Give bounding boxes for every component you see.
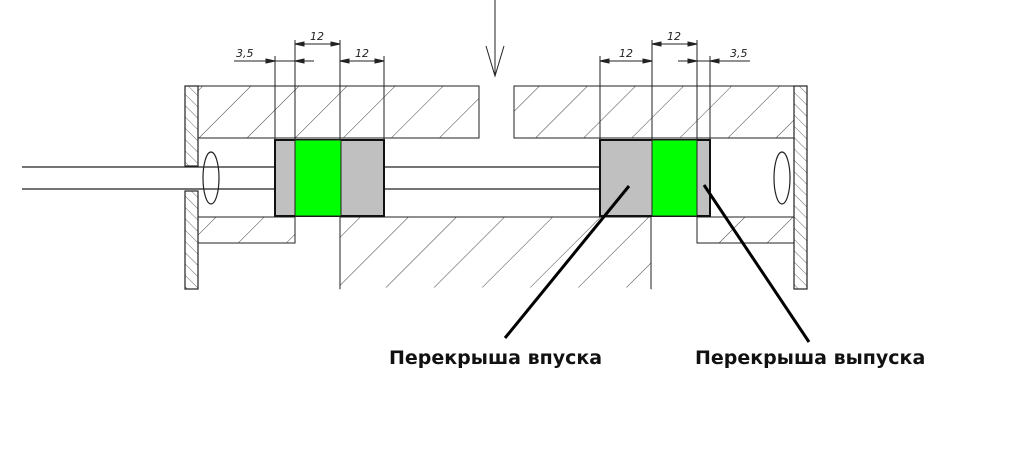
dim-left-port: 12 bbox=[355, 47, 369, 60]
dim-left-land: 12 bbox=[310, 30, 324, 43]
right-dimension-lines bbox=[599, 41, 750, 64]
left-seal-icon bbox=[202, 151, 220, 205]
intake-leader-line bbox=[503, 185, 631, 339]
right-extension-lines bbox=[599, 40, 711, 289]
left-spool bbox=[274, 139, 385, 217]
dim-right-overlap: 3,5 bbox=[730, 47, 748, 60]
left-extension-lines bbox=[274, 40, 385, 289]
right-spool bbox=[599, 139, 711, 217]
spool-rod bbox=[22, 166, 600, 190]
inlet-arrow-icon bbox=[485, 0, 505, 78]
dim-left-overlap: 3,5 bbox=[236, 47, 254, 60]
exhaust-overlap-label: Перекрыша выпуска bbox=[695, 347, 926, 369]
intake-overlap-label: Перекрыша впуска bbox=[389, 347, 603, 369]
dim-right-port: 12 bbox=[619, 47, 633, 60]
left-dimension-lines bbox=[234, 41, 385, 64]
right-end-cap bbox=[793, 85, 808, 290]
dim-right-land: 12 bbox=[667, 30, 681, 43]
valve-body-upper bbox=[197, 85, 795, 139]
right-seal-icon bbox=[773, 151, 791, 205]
valve-body-lower bbox=[197, 216, 795, 291]
left-end-cap bbox=[184, 85, 199, 290]
exhaust-leader-line bbox=[702, 184, 811, 343]
